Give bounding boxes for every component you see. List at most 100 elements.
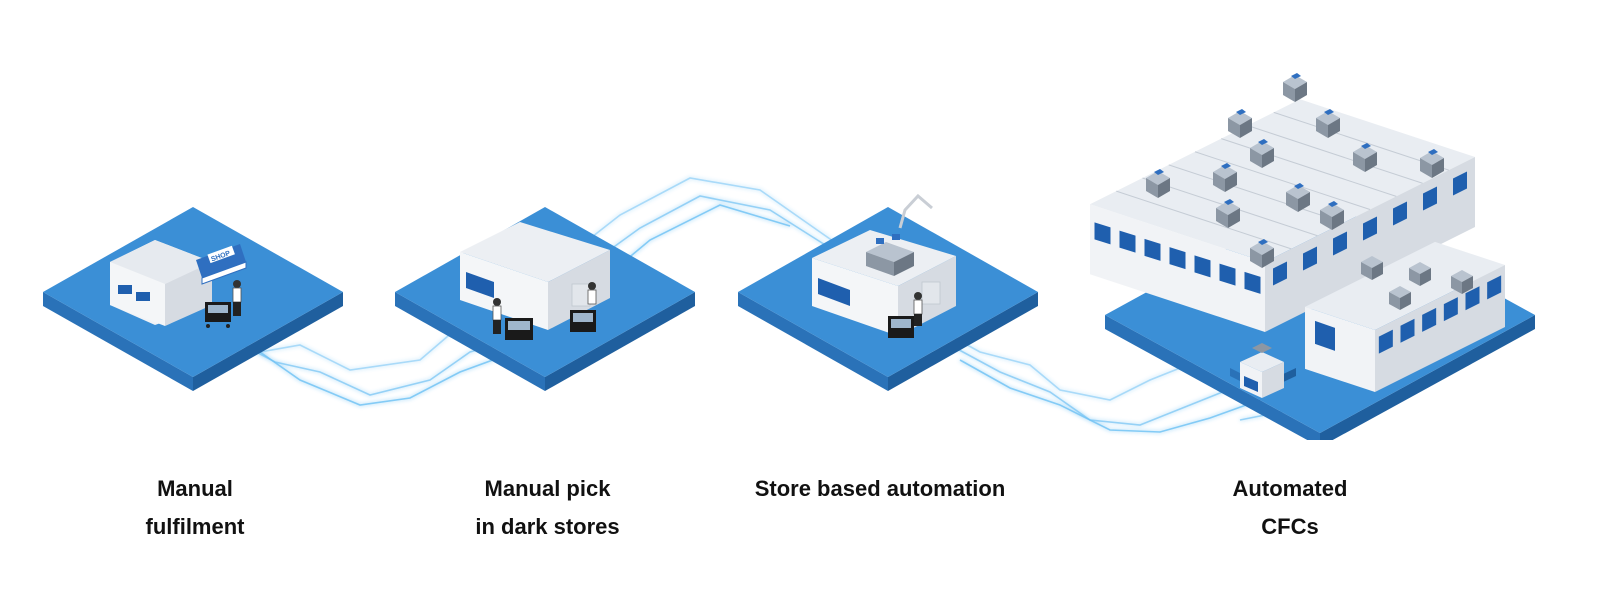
robot-cell-icon — [1262, 148, 1274, 168]
robot-cell-icon — [1420, 268, 1431, 286]
stage-label-line: Manual pick — [484, 476, 611, 501]
robot-cell-icon — [1462, 276, 1473, 294]
robot-cell-icon — [1236, 109, 1246, 115]
building-window — [1422, 307, 1437, 332]
robot-cell-icon — [1224, 199, 1234, 205]
building-window — [1219, 263, 1236, 286]
robot-cell-icon — [1283, 82, 1295, 102]
building-window — [1244, 376, 1258, 392]
robot-cell-icon — [1353, 152, 1365, 172]
building-window — [1169, 247, 1186, 270]
roof-grid-line — [1273, 111, 1449, 171]
robot-cell-icon — [1240, 118, 1252, 138]
robot-cell-icon — [1400, 292, 1411, 310]
robot-cell-icon — [1409, 268, 1420, 286]
building-window — [1400, 318, 1415, 343]
stage-label-store-based-automation: Store based automation — [735, 470, 1025, 508]
platform-side — [1320, 315, 1535, 440]
robot-cell-icon — [1228, 208, 1240, 228]
robot-arm-icon — [898, 193, 933, 229]
building-window — [1244, 271, 1261, 294]
building-window — [1094, 222, 1111, 245]
cfc-main-building — [1090, 73, 1475, 332]
stage-label-line: Store based automation — [754, 476, 1006, 501]
micro-fulfilment-building — [1230, 343, 1296, 398]
roof-grid-line — [1194, 151, 1371, 210]
worker-cart-icon — [205, 280, 242, 328]
building-wall — [1265, 157, 1475, 332]
robot-cell-icon — [1451, 276, 1462, 294]
robot-cell-icon — [1295, 82, 1307, 102]
cfc-secondary-building — [1305, 241, 1505, 392]
stage-label-line: CFCs — [1261, 514, 1319, 539]
network-line — [249, 204, 791, 406]
fulfilment-center-icon — [1090, 73, 1505, 398]
stage-label-automated-cfcs: Automated CFCs — [1210, 470, 1370, 546]
robot-cell-icon — [1221, 163, 1231, 169]
robot-cell-icon — [1213, 172, 1225, 192]
building-window — [1465, 286, 1480, 311]
platform-side — [193, 292, 343, 391]
robot-cell-icon — [1262, 248, 1274, 268]
building-window — [1378, 329, 1393, 354]
platform-side — [888, 292, 1038, 391]
robot-cell-icon — [1294, 183, 1304, 189]
building-roof — [1305, 241, 1505, 330]
roof-grid-line — [1116, 190, 1292, 250]
building-window — [1303, 246, 1317, 271]
robot-grid-icon — [866, 234, 914, 276]
stage-label-line: fulfilment — [145, 514, 245, 539]
worker-cart-icon — [492, 298, 533, 340]
robot-cell-icon — [1324, 109, 1334, 115]
robot-cell-icon — [1361, 143, 1371, 149]
building-window — [1443, 297, 1458, 322]
robot-cell-icon — [1216, 208, 1228, 228]
stage-label-line: Manual — [157, 476, 233, 501]
robot-cell-icon — [1154, 169, 1164, 175]
robot-cell-icon — [1252, 343, 1272, 353]
robot-cell-icon — [1146, 178, 1158, 198]
roof-grid-line — [1247, 125, 1423, 184]
building-window — [1423, 186, 1437, 211]
worker-cart-icon — [570, 282, 597, 332]
building-window — [1144, 238, 1161, 261]
robot-cell-icon — [1328, 201, 1338, 207]
robot-cell-icon — [1225, 172, 1237, 192]
robot-cell-icon — [1258, 139, 1268, 145]
robot-cell-icon — [1372, 262, 1383, 280]
roof-grid-line — [1168, 164, 1344, 224]
robot-cell-icon — [1432, 158, 1444, 178]
robot-cell-icon — [1316, 118, 1328, 138]
robot-cell-icon — [1389, 292, 1400, 310]
building-window — [1273, 261, 1287, 286]
platform-side — [738, 292, 888, 391]
robot-cell-icon — [1428, 149, 1438, 155]
robot-cell-icon — [1361, 262, 1372, 280]
robot-cell-icon — [1158, 178, 1170, 198]
stage-label-line: Automated — [1232, 476, 1348, 501]
robot-cell-icon — [1228, 118, 1240, 138]
robot-cell-icon — [1420, 158, 1432, 178]
building-window — [1453, 171, 1467, 196]
platform-side — [545, 292, 695, 391]
stage-label-manual-fulfilment: Manual fulfilment — [110, 470, 280, 546]
stage-label-manual-pick: Manual pick in dark stores — [440, 470, 655, 546]
platform-side — [395, 292, 545, 391]
robot-cell-icon — [1258, 239, 1268, 245]
robot-cell-icon — [1298, 192, 1310, 212]
building-window — [1393, 201, 1407, 226]
shop-building-icon: SHOP — [110, 240, 247, 326]
robot-cell-icon — [1320, 210, 1332, 230]
building-wall — [1262, 362, 1284, 398]
robot-cell-icon — [1250, 148, 1262, 168]
platform-side — [43, 292, 193, 391]
stage-label-line: in dark stores — [475, 514, 620, 539]
building-window — [1487, 275, 1502, 300]
robot-cell-icon — [1291, 73, 1301, 79]
dark-store-building-icon — [460, 222, 610, 330]
robot-cell-icon — [1250, 248, 1262, 268]
robot-cell-icon — [1286, 192, 1298, 212]
worker-cart-icon — [888, 292, 923, 338]
building-window — [1363, 216, 1377, 241]
building-window — [1119, 230, 1136, 253]
